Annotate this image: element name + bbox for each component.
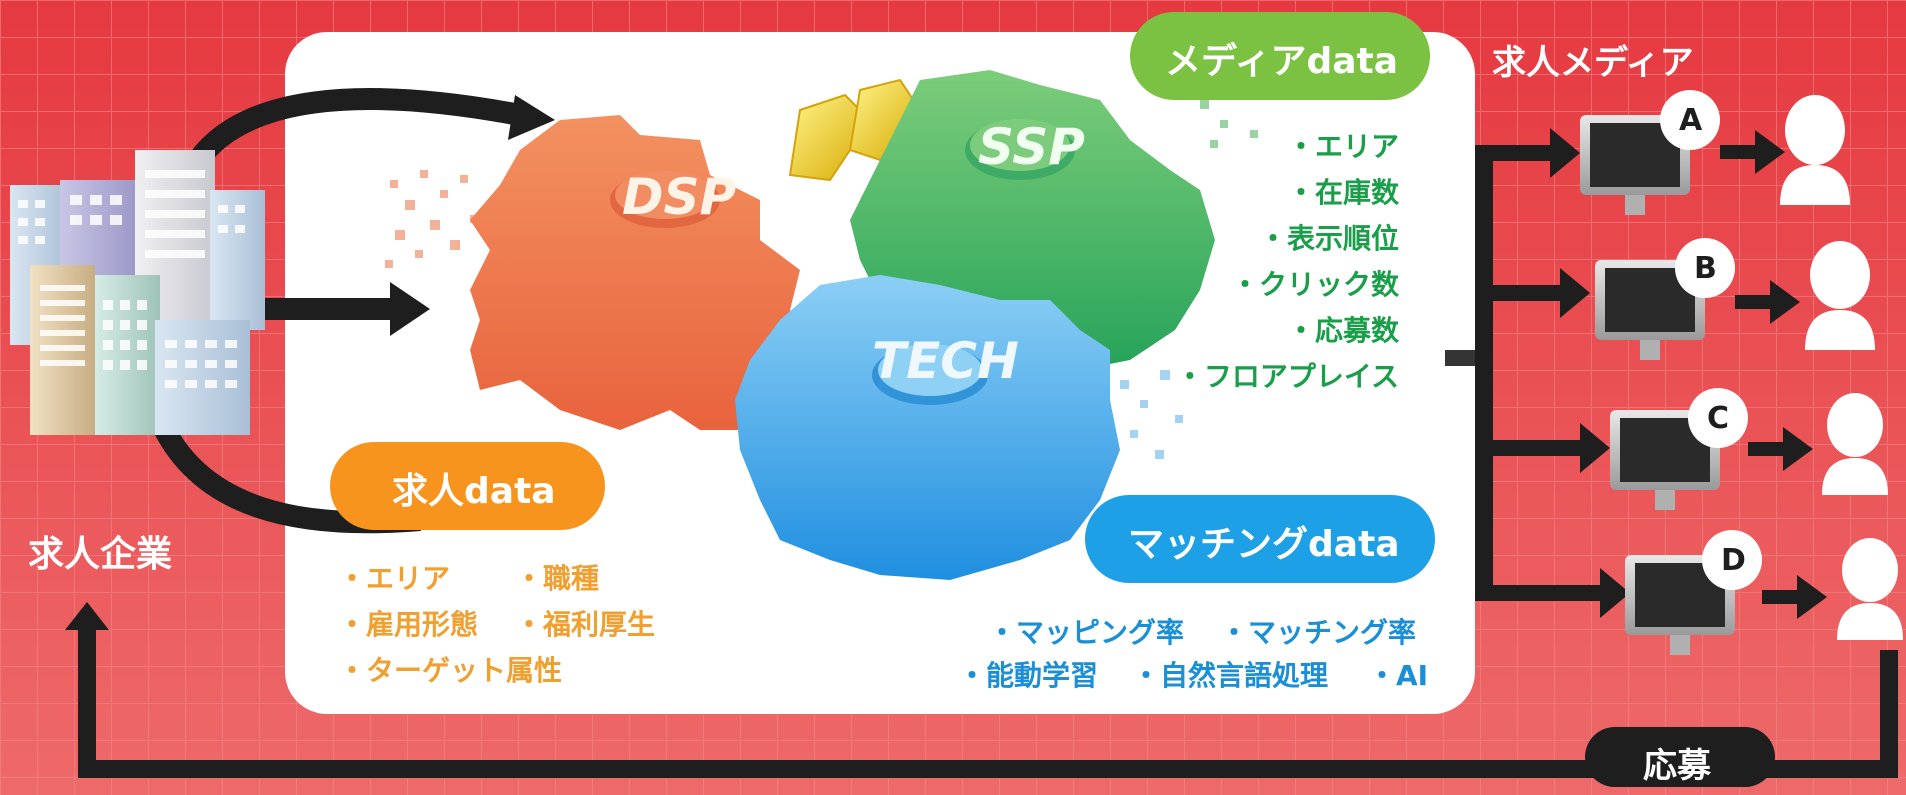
apply-label: 応募 — [1643, 746, 1711, 786]
person-a-icon — [1780, 95, 1850, 205]
middle-arrowhead — [390, 282, 430, 336]
job-data-item: ・雇用形態 — [338, 608, 479, 641]
media-data-item: ・フロアプレイス — [1175, 360, 1399, 393]
badge-b — [1675, 238, 1735, 298]
middle-arrow — [250, 298, 395, 320]
badge-c — [1688, 388, 1748, 448]
tech-label: TECH — [872, 332, 1019, 390]
apply-return-arrow — [65, 602, 1898, 778]
matching-data-item: ・AI — [1368, 659, 1429, 692]
matching-data-title: マッチングdata — [1128, 524, 1400, 565]
badge-d — [1702, 530, 1762, 590]
dsp-label: DSP — [622, 168, 737, 226]
matching-data-item: ・マッピング率 — [988, 616, 1185, 649]
person-arrows — [1720, 130, 1827, 619]
connector-icon — [788, 78, 922, 182]
tech-gear-icon — [735, 275, 1120, 580]
job-data-pill — [330, 442, 605, 530]
ssp-label: SSP — [978, 118, 1085, 176]
company-buildings-icon — [10, 150, 265, 435]
job-data-title: 求人data — [392, 471, 556, 512]
job-data-item: ・エリア — [338, 562, 451, 595]
media-data-title: メディアdata — [1165, 41, 1399, 82]
matching-data-item: ・マッチング率 — [1220, 616, 1417, 649]
top-arc-arrowhead — [508, 95, 555, 140]
job-data-item: ・職種 — [515, 562, 600, 595]
media-title: 求人メディア — [1492, 43, 1694, 83]
media-data-item: ・在庫数 — [1286, 176, 1399, 209]
person-b-icon — [1805, 241, 1875, 350]
badge-b-letter: B — [1694, 251, 1717, 286]
job-data-item: ・ターゲット属性 — [338, 654, 563, 687]
badge-a-letter: A — [1679, 103, 1703, 138]
companies-label: 求人企業 — [28, 534, 173, 575]
matching-data-pill — [1085, 495, 1435, 583]
distribution-lines — [1445, 128, 1630, 618]
person-c-icon — [1822, 393, 1888, 495]
matching-data-item: ・自然言語処理 — [1132, 659, 1329, 692]
badge-c-letter: C — [1707, 401, 1730, 436]
matching-data-item: ・能動学習 — [958, 659, 1099, 692]
media-data-pill — [1130, 12, 1430, 100]
top-arc-arrow — [185, 88, 523, 172]
badge-a — [1660, 90, 1720, 150]
dsp-gear-icon — [470, 115, 820, 430]
media-data-item: ・表示順位 — [1258, 222, 1399, 255]
job-data-item: ・福利厚生 — [515, 608, 656, 641]
person-d-icon — [1837, 538, 1903, 640]
media-data-item: ・エリア — [1286, 130, 1399, 163]
badge-d-letter: D — [1721, 543, 1746, 578]
media-data-item: ・応募数 — [1286, 314, 1399, 347]
tech-particles — [1120, 370, 1183, 459]
media-data-item: ・クリック数 — [1230, 268, 1399, 301]
apply-pill — [1585, 727, 1775, 787]
